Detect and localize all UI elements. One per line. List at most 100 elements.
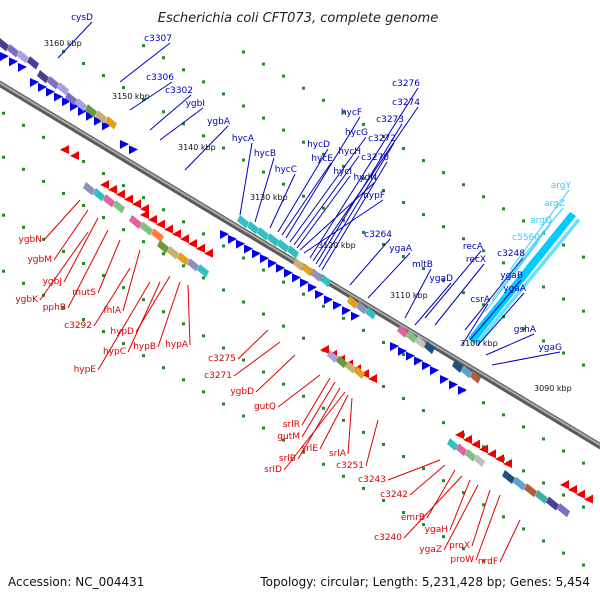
forward-arrow — [449, 380, 458, 390]
gene-block — [513, 476, 526, 491]
reverse-gene-label: emrB — [401, 513, 425, 523]
tick-mark — [242, 256, 245, 260]
gene-block — [345, 360, 356, 374]
tick-mark — [402, 511, 405, 515]
tick-mark — [2, 213, 5, 217]
gene-block — [83, 182, 95, 196]
tick-mark — [222, 244, 225, 248]
reverse-gene-label: pphB — [43, 303, 66, 313]
tick-mark — [342, 110, 345, 114]
tick-mark — [382, 384, 385, 388]
gene-block — [415, 335, 426, 349]
reverse-arrow — [140, 210, 149, 219]
reverse-gene-leader — [97, 239, 121, 294]
tick-mark — [422, 523, 425, 527]
gene-block — [447, 438, 458, 451]
reverse-arrow — [463, 434, 472, 444]
tick-mark — [102, 172, 105, 176]
tick-mark — [462, 183, 465, 187]
tick-mark — [222, 402, 225, 406]
tick-mark — [422, 159, 425, 163]
forward-gene-label: gshA — [514, 325, 537, 335]
reverse-gene-leader — [403, 475, 463, 539]
reverse-gene-label: ygbN — [19, 235, 42, 245]
forward-arrow — [86, 111, 95, 121]
tick-mark — [402, 397, 405, 401]
forward-gene-label: cysD — [71, 13, 93, 23]
forward-gene-leader — [285, 116, 361, 239]
tick-mark — [362, 430, 365, 434]
tick-mark — [162, 252, 165, 256]
gene-block — [535, 489, 548, 504]
forward-gene-label: c3302 — [165, 86, 193, 96]
forward-gene-label: mltB — [412, 260, 433, 270]
reverse-gene-label: proW — [450, 555, 474, 565]
forward-gene-label: ygbI — [186, 99, 205, 109]
gene-block — [461, 365, 472, 379]
gene-block — [65, 92, 77, 106]
forward-arrow — [308, 283, 317, 293]
reverse-arrow — [479, 444, 488, 454]
tick-mark — [182, 220, 185, 224]
forward-arrow — [324, 295, 333, 305]
tick-mark — [542, 285, 545, 289]
forward-arrow — [46, 87, 55, 97]
gene-block — [365, 306, 376, 320]
tick-mark — [302, 336, 305, 340]
forward-arrow — [406, 351, 415, 361]
gene-block — [237, 215, 249, 229]
tick-mark — [262, 312, 265, 316]
reverse-gene-label: c3243 — [358, 475, 386, 485]
gene-block — [470, 370, 481, 384]
tick-mark — [282, 128, 285, 132]
reverse-gene-leader — [301, 381, 336, 438]
reverse-gene-leader — [43, 199, 81, 241]
tick-mark — [562, 351, 565, 355]
forward-gene-leader — [321, 161, 388, 271]
tick-mark — [22, 281, 25, 285]
gene-block — [47, 76, 59, 90]
scale-label: 3140 kbp — [178, 143, 216, 152]
tick-mark — [162, 208, 165, 212]
tick-mark — [82, 61, 85, 65]
forward-gene-label: hycB — [254, 149, 276, 159]
gene-block — [17, 50, 29, 64]
forward-gene-leader — [464, 257, 524, 331]
reverse-gene-label: hypC — [103, 347, 126, 357]
trna-gene-label: c5560 — [512, 233, 540, 243]
forward-gene-leader — [149, 94, 192, 131]
reverse-gene-label: srlR — [283, 420, 300, 430]
forward-gene-label: ygbA — [207, 117, 231, 127]
forward-gene-label: hycD — [307, 140, 330, 150]
tick-mark — [22, 123, 25, 127]
gene-block — [424, 341, 435, 355]
gene-block — [336, 355, 347, 369]
tick-mark — [242, 300, 245, 304]
gene-block — [129, 215, 142, 230]
tick-mark — [162, 56, 165, 60]
tick-mark — [422, 409, 425, 413]
gene-block — [502, 470, 515, 485]
forward-gene-leader — [349, 238, 391, 286]
accession-text: Accession: NC_004431 — [8, 575, 144, 589]
tick-mark — [302, 140, 305, 144]
tick-mark — [182, 264, 185, 268]
forward-arrow — [300, 278, 309, 288]
tick-mark — [42, 237, 45, 241]
gene-block — [397, 325, 408, 338]
reverse-gene-label: c3271 — [204, 371, 232, 381]
reverse-gene-label: hypB — [133, 342, 156, 352]
tick-mark — [442, 421, 445, 425]
reverse-gene-leader — [237, 329, 269, 360]
tick-mark — [542, 437, 545, 441]
tick-mark — [102, 216, 105, 220]
reverse-arrow — [164, 224, 173, 234]
forward-arrow — [276, 263, 285, 273]
tick-mark — [302, 450, 305, 454]
forward-gene-label: hycA — [232, 134, 255, 144]
gene-block — [57, 82, 69, 96]
forward-arrow — [430, 366, 439, 376]
label-leader-lines — [39, 21, 570, 563]
reverse-gene-leader — [409, 464, 446, 496]
tick-mark — [262, 370, 265, 374]
